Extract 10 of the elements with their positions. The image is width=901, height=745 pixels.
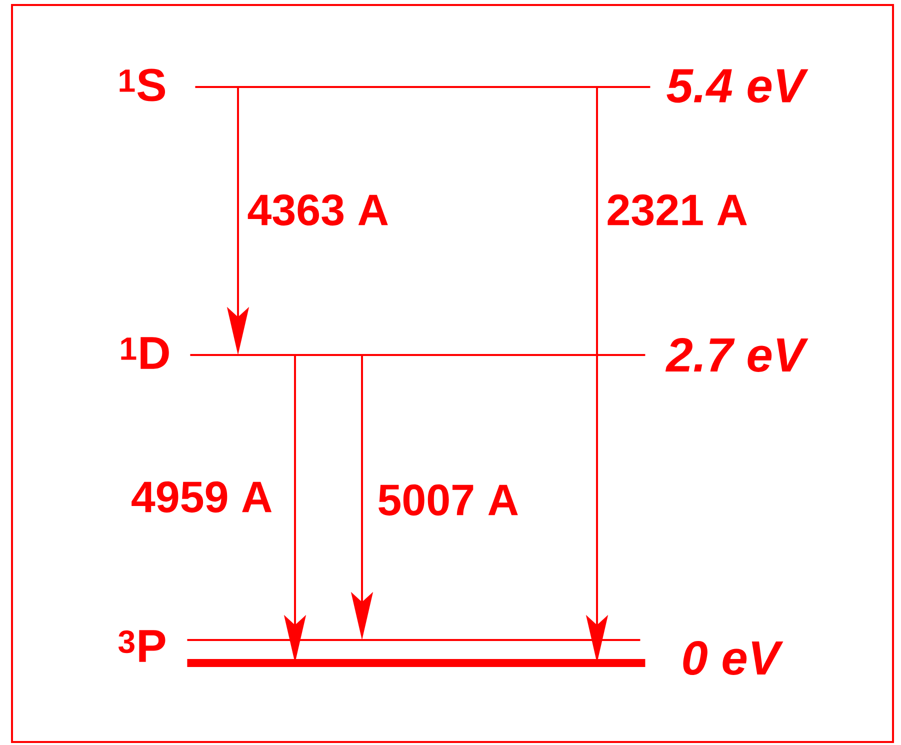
wavelength-label: 4959 A bbox=[130, 480, 274, 514]
energy-label: 2.7 eV bbox=[665, 338, 808, 372]
wavelength-label: 2321 A bbox=[605, 193, 750, 227]
energy-label: 0 eV bbox=[683, 641, 784, 675]
energy-label: 5.4 eV bbox=[666, 69, 808, 103]
wavelength-label: 4363 A bbox=[246, 193, 390, 227]
wavelength-label: 5007 A bbox=[376, 483, 520, 517]
level-label: $^{1}$S bbox=[120, 68, 165, 102]
level-label: $^{1}$D bbox=[121, 337, 169, 369]
level-label: $^{3}$P bbox=[118, 630, 166, 662]
